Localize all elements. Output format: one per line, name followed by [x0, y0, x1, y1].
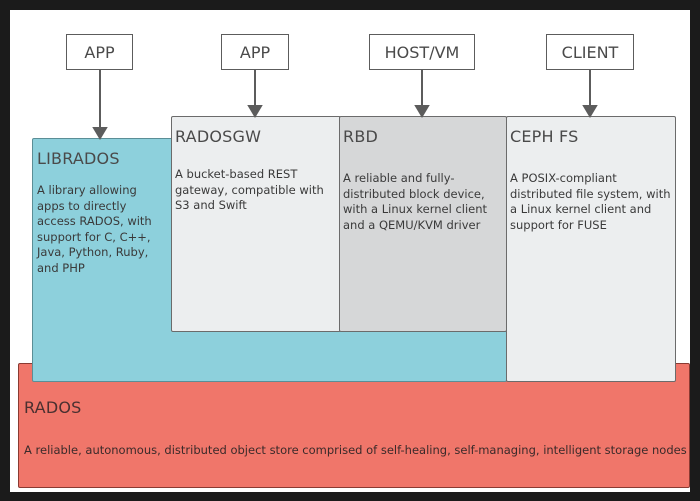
arrows-layer [92, 70, 598, 140]
arrow-head-app-to-radosgw [247, 105, 263, 118]
client-box: CLIENT [546, 34, 634, 70]
host-vm-box: HOST/VM [369, 34, 475, 70]
radosgw-title: RADOSGW [175, 127, 262, 146]
rados-layer: RADOS A reliable, autonomous, distribute… [18, 363, 690, 488]
ceph-architecture-diagram: RADOS A reliable, autonomous, distribute… [10, 10, 690, 492]
cephfs-box: CEPH FS A POSIX-compliant distributed fi… [506, 116, 676, 382]
arrow-head-app-to-librados [92, 127, 108, 140]
librados-title: LIBRADOS [37, 149, 120, 168]
app-box-right: APP [221, 34, 289, 70]
arrow-head-host-to-rbd [414, 105, 430, 118]
rados-title: RADOS [24, 398, 82, 417]
rbd-description: A reliable and fully-distributed block d… [343, 171, 488, 232]
arrow-head-client-to-cephfs [582, 105, 598, 118]
rbd-title: RBD [343, 127, 379, 146]
cephfs-description: A POSIX-compliant distributed file syste… [510, 171, 671, 232]
librados-description: A library allowing apps to directly acce… [37, 183, 152, 275]
cephfs-title: CEPH FS [510, 127, 579, 146]
rbd-box: RBD A reliable and fully-distributed blo… [339, 116, 507, 332]
rados-description: A reliable, autonomous, distributed obje… [24, 443, 687, 457]
radosgw-box: RADOSGW A bucket-based REST gateway, com… [171, 116, 341, 332]
radosgw-description: A bucket-based REST gateway, compatible … [175, 167, 324, 212]
app-box-left: APP [66, 34, 133, 70]
